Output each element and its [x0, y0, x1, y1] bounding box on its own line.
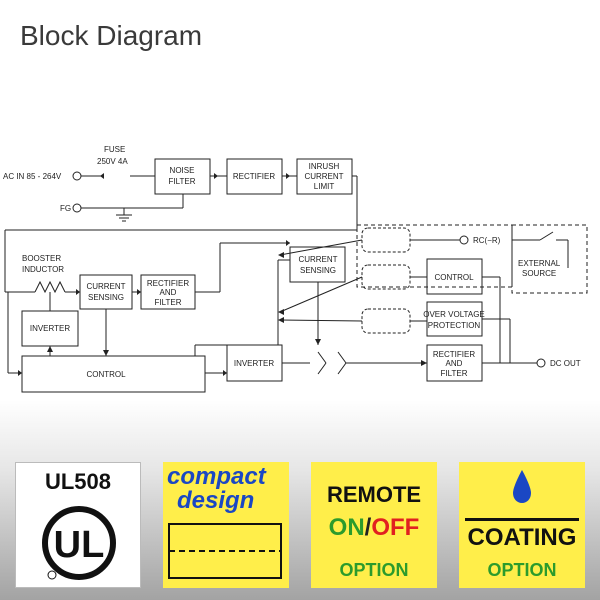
coating-badge: COATING OPTION: [459, 462, 585, 588]
inrush-line2: CURRENT: [304, 172, 343, 181]
rectifier-filter-left-line3: FILTER: [155, 298, 182, 307]
rectifier-filter-left-line2: AND: [160, 288, 177, 297]
block-diagram: AC IN 85 - 264V FG FUSE 250V 4A NOISE FI…: [3, 145, 588, 393]
fuse-rating: 250V 4A: [97, 157, 128, 166]
control-bottom-label: CONTROL: [86, 370, 126, 379]
page-title: Block Diagram: [20, 20, 203, 51]
rc-label: RC(−R): [473, 236, 501, 245]
remote-option-label: OPTION: [339, 560, 409, 580]
inverter-right-label: INVERTER: [234, 359, 275, 368]
compact-design-badge: compact design: [163, 462, 289, 588]
water-drop-icon: [513, 470, 531, 503]
over-voltage-line1: OVER VOLTAGE: [423, 310, 485, 319]
remote-label: REMOTE: [326, 482, 422, 507]
external-source-line2: SOURCE: [522, 269, 556, 278]
current-sensing-left-line1: CURRENT: [86, 282, 125, 291]
svg-text:UL: UL: [54, 524, 105, 566]
ul508-badge: UL508 UL: [15, 462, 141, 588]
noise-filter-line2: FILTER: [169, 177, 196, 186]
current-sensing-right-line2: SENSING: [300, 266, 336, 275]
design-label: design: [177, 487, 255, 514]
remote-on-off-badge: REMOTE ON/OFF OPTION: [311, 462, 437, 588]
dc-out-label: DC OUT: [550, 359, 581, 368]
inrush-line3: LIMIT: [314, 182, 335, 191]
external-source-line1: EXTERNAL: [518, 259, 561, 268]
rectifier-filter-right-line2: AND: [446, 359, 463, 368]
on-off-label: ON/OFF: [328, 514, 420, 541]
compact-box-icon: [168, 523, 282, 579]
current-sensing-right-line1: CURRENT: [298, 255, 337, 264]
compact-label: compact: [167, 463, 266, 490]
rectifier-filter-right-line1: RECTIFIER: [433, 350, 475, 359]
booster-line2: INDUCTOR: [22, 265, 64, 274]
coating-label: COATING: [467, 524, 577, 551]
rectifier-filter-left-line1: RECTIFIER: [147, 279, 189, 288]
inrush-line1: INRUSH: [309, 162, 340, 171]
coating-bar: [465, 518, 579, 521]
current-sensing-left-line2: SENSING: [88, 293, 124, 302]
ul-logo-icon: UL: [42, 506, 116, 580]
noise-filter-line1: NOISE: [170, 166, 195, 175]
ul508-label: UL508: [44, 469, 112, 494]
over-voltage-line2: PROTECTION: [428, 321, 481, 330]
rectifier-label: RECTIFIER: [233, 172, 275, 181]
inverter-left-label: INVERTER: [30, 324, 71, 333]
coating-option-label: OPTION: [487, 560, 557, 580]
control-right-label: CONTROL: [434, 273, 474, 282]
ac-input-label: AC IN 85 - 264V: [3, 172, 62, 181]
fuse-label: FUSE: [104, 145, 125, 154]
booster-line1: BOOSTER: [22, 254, 61, 263]
rectifier-filter-right-line3: FILTER: [441, 369, 468, 378]
fg-label: FG: [60, 204, 71, 213]
